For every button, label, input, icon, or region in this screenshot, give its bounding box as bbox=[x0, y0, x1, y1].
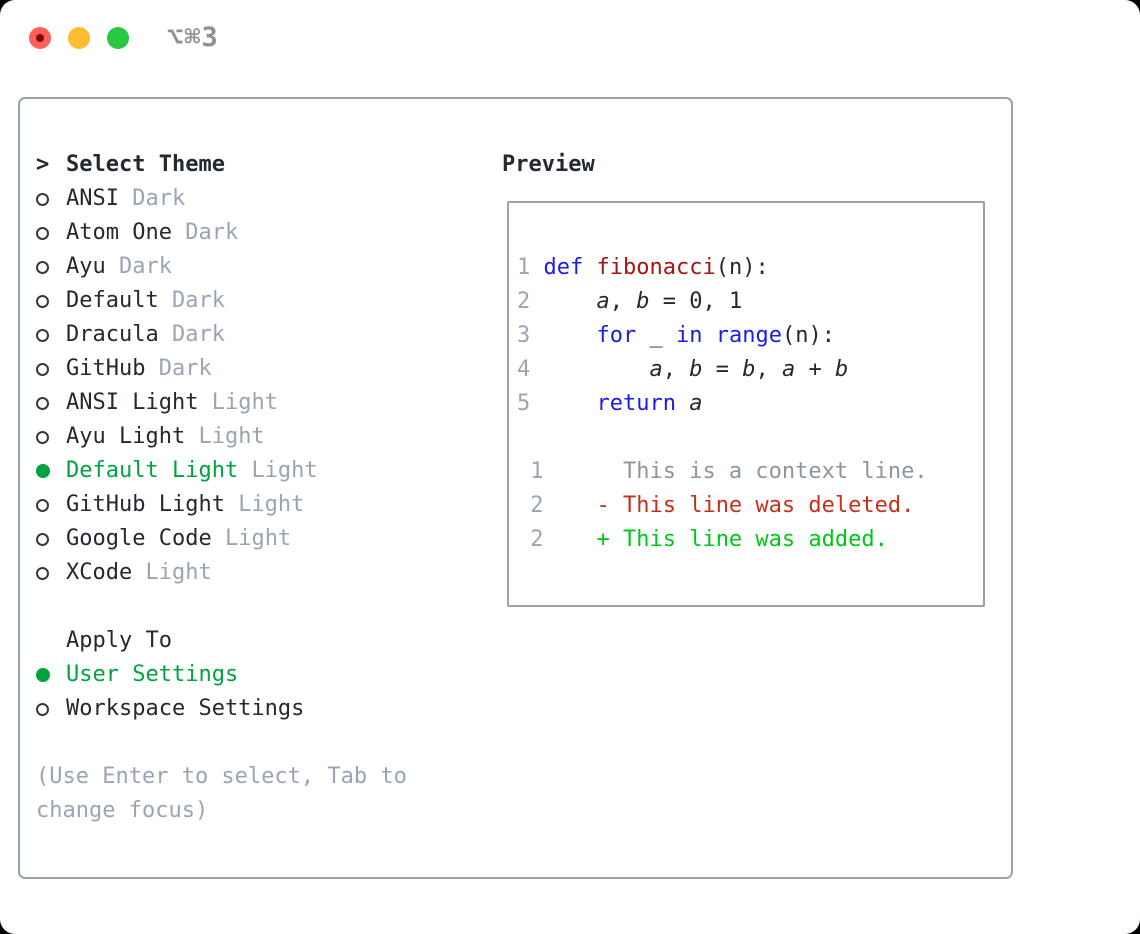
theme-option[interactable]: Google Code Light bbox=[36, 522, 407, 556]
select-theme-header-label: Select Theme bbox=[66, 152, 225, 177]
code-line: 2 - This line was deleted. bbox=[517, 493, 915, 518]
radio-icon bbox=[36, 668, 66, 682]
theme-name: Ayu Light bbox=[66, 424, 199, 449]
theme-name: Google Code bbox=[66, 526, 225, 551]
theme-option[interactable]: XCode Light bbox=[36, 556, 407, 590]
apply-to-header-label: Apply To bbox=[66, 628, 172, 653]
theme-variant: Dark bbox=[171, 322, 225, 347]
theme-name: XCode bbox=[66, 560, 146, 585]
theme-name: Atom One bbox=[66, 220, 186, 245]
radio-icon bbox=[36, 498, 66, 512]
help-text: (Use Enter to select, Tab to change focus… bbox=[36, 760, 407, 828]
radio-icon bbox=[36, 260, 66, 274]
theme-option[interactable]: ANSI Dark bbox=[36, 182, 407, 216]
help-line: (Use Enter to select, Tab to bbox=[36, 764, 407, 789]
theme-option[interactable]: Default Light Light bbox=[36, 454, 407, 488]
radio-icon bbox=[36, 396, 66, 410]
theme-variant: Dark bbox=[185, 220, 239, 245]
theme-name: ANSI Light bbox=[66, 390, 212, 415]
theme-variant: Light bbox=[211, 390, 278, 415]
radio-icon bbox=[36, 532, 66, 546]
theme-name: GitHub bbox=[66, 356, 159, 381]
radio-icon bbox=[36, 294, 66, 308]
selection-pointer-icon: > bbox=[36, 152, 50, 177]
radio-icon bbox=[36, 328, 66, 342]
theme-name: GitHub Light bbox=[66, 492, 239, 517]
radio-icon bbox=[36, 430, 66, 444]
theme-name: Ayu bbox=[66, 254, 119, 279]
theme-variant: Light bbox=[145, 560, 212, 585]
radio-icon bbox=[36, 192, 66, 206]
code-line: 1 This is a context line. bbox=[517, 459, 928, 484]
apply-option[interactable]: Workspace Settings bbox=[36, 692, 407, 726]
minimize-button[interactable] bbox=[68, 27, 90, 49]
unsaved-dot-icon bbox=[36, 34, 44, 42]
theme-variant: Light bbox=[224, 526, 292, 551]
theme-variant: Light bbox=[238, 492, 305, 517]
code-preview: 1 def fibonacci(n): 2 a, b = 0, 1 3 for _ … bbox=[509, 203, 983, 557]
theme-option[interactable]: Ayu Light Light bbox=[36, 420, 407, 454]
radio-icon bbox=[36, 702, 66, 716]
spacer bbox=[36, 590, 407, 624]
theme-option[interactable]: Default Dark bbox=[36, 284, 407, 318]
code-line: 4 a, b = b, a + b bbox=[517, 357, 849, 382]
code-line bbox=[517, 421, 983, 455]
theme-option[interactable]: GitHub Light Light bbox=[36, 488, 407, 522]
apply-to-header: Apply To bbox=[36, 624, 407, 658]
radio-icon bbox=[36, 226, 66, 240]
theme-picker-panel bbox=[18, 97, 1013, 879]
theme-option[interactable]: Ayu Dark bbox=[36, 250, 407, 284]
close-button[interactable] bbox=[29, 27, 51, 49]
theme-name: Default Light bbox=[66, 458, 252, 483]
theme-variant: Dark bbox=[132, 186, 186, 211]
apply-option-label: User Settings bbox=[66, 662, 239, 687]
apply-option[interactable]: User Settings bbox=[36, 658, 407, 692]
theme-option[interactable]: Dracula Dark bbox=[36, 318, 407, 352]
theme-variant: Light bbox=[251, 458, 318, 483]
theme-option[interactable]: ANSI Light Light bbox=[36, 386, 407, 420]
radio-icon bbox=[36, 464, 66, 478]
code-preview-box: 1 def fibonacci(n): 2 a, b = 0, 1 3 for _ … bbox=[507, 201, 985, 607]
select-theme-header: > Select Theme bbox=[36, 148, 407, 182]
radio-icon bbox=[36, 362, 66, 376]
preview-header-label: Preview bbox=[502, 152, 595, 177]
theme-name: Dracula bbox=[66, 322, 172, 347]
theme-variant: Light bbox=[198, 424, 265, 449]
code-line: 2 + This line was added. bbox=[517, 527, 888, 552]
theme-option[interactable]: Atom One Dark bbox=[36, 216, 407, 250]
theme-option[interactable]: GitHub Dark bbox=[36, 352, 407, 386]
theme-variant: Dark bbox=[171, 288, 225, 313]
theme-name: ANSI bbox=[66, 186, 133, 211]
spacer bbox=[36, 726, 407, 760]
window-title: ⌥⌘3 bbox=[167, 22, 219, 53]
code-line: 1 def fibonacci(n): bbox=[517, 255, 769, 280]
titlebar: ⌥⌘3 bbox=[0, 0, 1140, 76]
radio-icon bbox=[36, 566, 66, 580]
zoom-button[interactable] bbox=[107, 27, 129, 49]
code-line: 2 a, b = 0, 1 bbox=[517, 289, 743, 314]
code-line: 3 for _ in range(n): bbox=[517, 323, 835, 348]
theme-name: Default bbox=[66, 288, 172, 313]
apply-option-label: Workspace Settings bbox=[66, 696, 305, 721]
theme-variant: Dark bbox=[158, 356, 212, 381]
code-line: 5 return a bbox=[517, 391, 703, 416]
help-line: change focus) bbox=[36, 798, 209, 823]
theme-variant: Dark bbox=[118, 254, 172, 279]
